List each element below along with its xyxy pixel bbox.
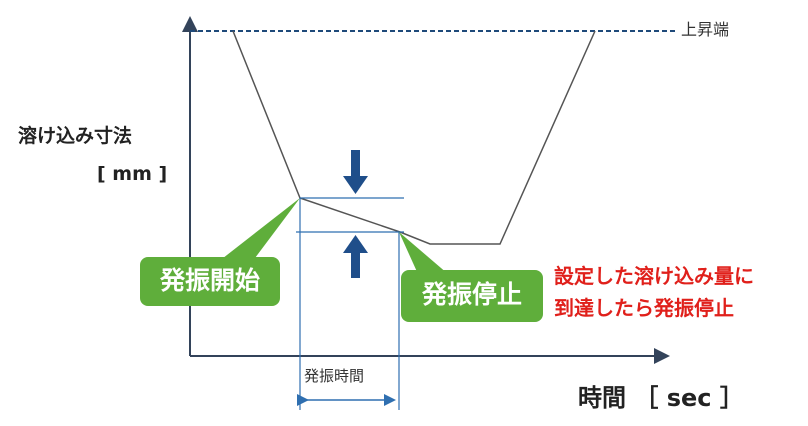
- x-axis-label: 時間 ［ sec ］: [578, 384, 744, 412]
- y-axis-unit: [ mm ]: [97, 163, 168, 185]
- callout-stop-label: 発振停止: [421, 280, 522, 309]
- upper-limit-label: 上昇端: [681, 20, 730, 39]
- stop-condition-note-line1: 設定した溶け込み量に: [554, 264, 754, 288]
- stop-condition-note-line2: 到達したら発振停止: [554, 296, 734, 320]
- callout-stop-shape: [399, 232, 543, 322]
- y-axis-label: 溶け込み寸法: [18, 125, 133, 147]
- down-arrow-icon: [343, 150, 368, 194]
- duration-label: 発振時間: [304, 367, 365, 385]
- callout-start-shape: [140, 198, 300, 306]
- up-arrow-icon: [343, 235, 368, 278]
- profile-line: [232, 30, 596, 245]
- callout-start-label: 発振開始: [159, 266, 260, 295]
